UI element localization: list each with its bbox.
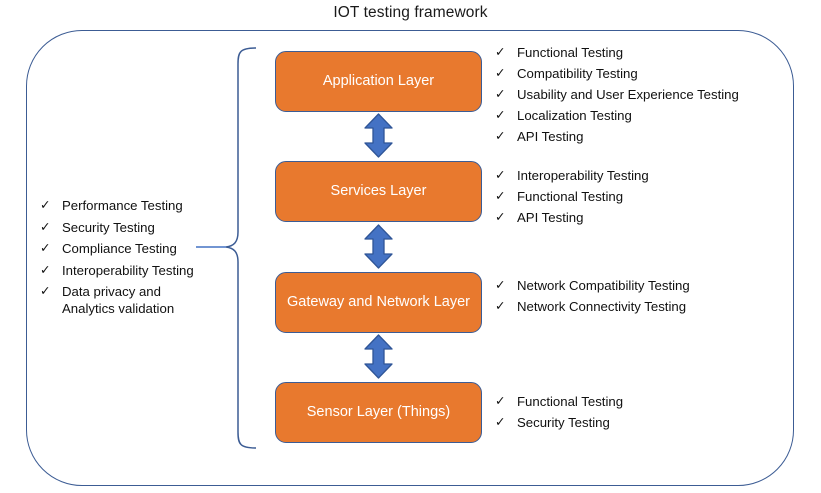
list-item-label: Functional Testing [517,394,624,409]
list-item-label: Performance Testing [62,198,183,213]
layer-box-sensor[interactable]: Sensor Layer (Things) [275,382,482,443]
check-icon: ✓ [495,299,506,313]
double-arrow-icon [363,334,394,379]
grouping-brace [196,46,282,450]
list-item: ✓ Network Compatibility Testing [495,278,690,295]
list-item: ✓ Interoperability Testing [40,263,197,280]
check-icon: ✓ [495,108,506,122]
check-icon: ✓ [495,66,506,80]
layer-box-label: Sensor Layer (Things) [306,404,451,421]
check-icon: ✓ [495,129,506,143]
list-item: ✓ Compliance Testing [40,241,197,258]
layer-box-label: Services Layer [330,183,427,200]
list-item: ✓ Localization Testing [495,108,739,125]
list-item: ✓ Functional Testing [495,394,623,411]
list-item: ✓ Compatibility Testing [495,66,739,83]
check-icon: ✓ [40,198,51,212]
list-item: ✓ Functional Testing [495,45,739,62]
list-item-label: Functional Testing [517,45,624,60]
test-list-sensor: ✓ Functional Testing ✓ Security Testing [495,394,623,436]
list-item-label: Security Testing [62,219,155,235]
list-item-label: Localization Testing [517,108,632,123]
check-icon: ✓ [495,45,506,59]
check-icon: ✓ [495,394,506,408]
list-item: ✓ Network Connectivity Testing [495,299,690,316]
list-item: ✓ Interoperability Testing [495,168,649,185]
list-item-label: API Testing [517,129,584,144]
double-arrow-icon [363,113,394,158]
check-icon: ✓ [40,241,51,255]
list-item-label: Data privacy and Analytics validation [62,284,175,316]
test-list-services: ✓ Interoperability Testing ✓ Functional … [495,168,649,231]
list-item: ✓ API Testing [495,129,739,146]
list-item-label: Interoperability Testing [517,168,649,183]
check-icon: ✓ [40,262,51,277]
list-item-label: API Testing [517,210,584,225]
list-item-label: Compliance Testing [62,241,177,256]
list-item-label: Functional Testing [517,189,624,204]
list-item-label: Interoperability Testing [62,262,194,278]
page-title: IOT testing framework [333,4,488,21]
check-icon: ✓ [495,87,506,101]
outer-frame-border [26,30,794,486]
list-item-label: Network Compatibility Testing [517,278,690,293]
check-icon: ✓ [495,189,506,203]
list-item: ✓ Security Testing [40,220,197,237]
list-item: ✓ Functional Testing [495,189,649,206]
check-icon: ✓ [495,210,506,224]
list-item: ✓ Data privacy and Analytics validation [40,284,197,317]
list-item: ✓ Security Testing [495,415,623,432]
list-item-label: Usability and User Experience Testing [517,87,739,102]
layer-box-application[interactable]: Application Layer [275,51,482,112]
list-item: ✓ Performance Testing [40,198,197,215]
test-list-gateway-network: ✓ Network Compatibility Testing ✓ Networ… [495,278,690,320]
list-item-label: Compatibility Testing [517,66,638,81]
list-item: ✓ Usability and User Experience Testing [495,87,739,104]
layer-box-label: Gateway and Network Layer [287,294,470,311]
check-icon: ✓ [495,415,506,429]
check-icon: ✓ [495,278,506,292]
list-item: ✓ API Testing [495,210,649,227]
list-item-label: Network Connectivity Testing [517,299,687,314]
check-icon: ✓ [495,168,506,182]
layer-box-services[interactable]: Services Layer [275,161,482,222]
layer-box-gateway-network[interactable]: Gateway and Network Layer [275,272,482,333]
list-item-label: Security Testing [517,415,610,430]
check-icon: ✓ [40,284,51,298]
test-list-cross-cutting: ✓ Performance Testing ✓ Security Testing… [40,198,197,322]
test-list-application: ✓ Functional Testing ✓ Compatibility Tes… [495,45,739,150]
check-icon: ✓ [40,219,51,234]
double-arrow-icon [363,224,394,269]
layer-box-label: Application Layer [322,73,435,90]
